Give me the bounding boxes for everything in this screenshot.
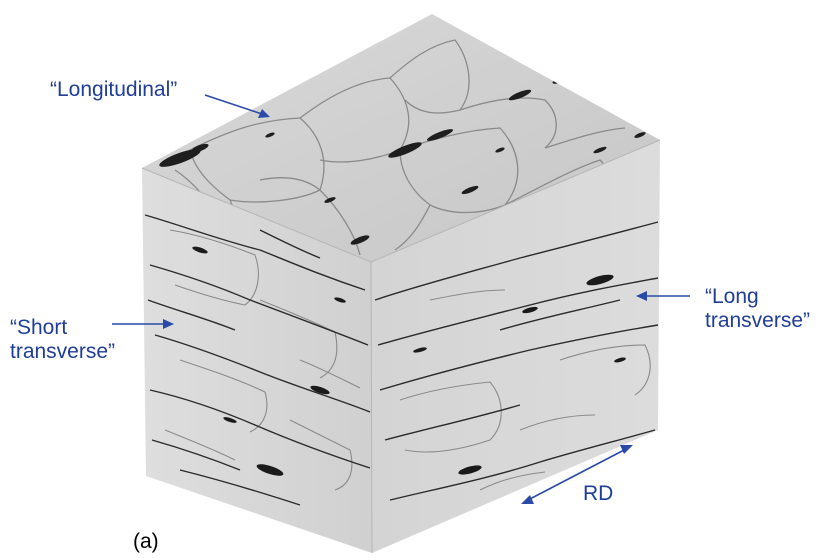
arrow-longitudinal: [204, 94, 270, 118]
label-long-transverse: “Long transverse”: [705, 285, 810, 333]
label-long-transverse-line1: “Long: [705, 285, 759, 308]
left-face-short-transverse: [142, 168, 372, 553]
label-longitudinal: “Longitudinal”: [50, 78, 178, 101]
label-long-transverse-line2: transverse”: [705, 309, 811, 332]
arrow-short-transverse: [112, 319, 174, 329]
label-short-transverse: “Short transverse”: [10, 316, 115, 364]
arrow-rolling-direction: [521, 445, 633, 504]
label-short-transverse-line2: transverse”: [10, 340, 116, 363]
panel-label: (a): [133, 530, 159, 553]
arrow-long-transverse: [636, 291, 690, 301]
right-face-long-transverse: [371, 140, 660, 553]
top-face-longitudinal: [142, 14, 660, 262]
cube-edges: [141, 139, 661, 554]
label-short-transverse-line1: “Short: [10, 316, 68, 339]
label-rolling-direction: RD: [583, 482, 614, 505]
